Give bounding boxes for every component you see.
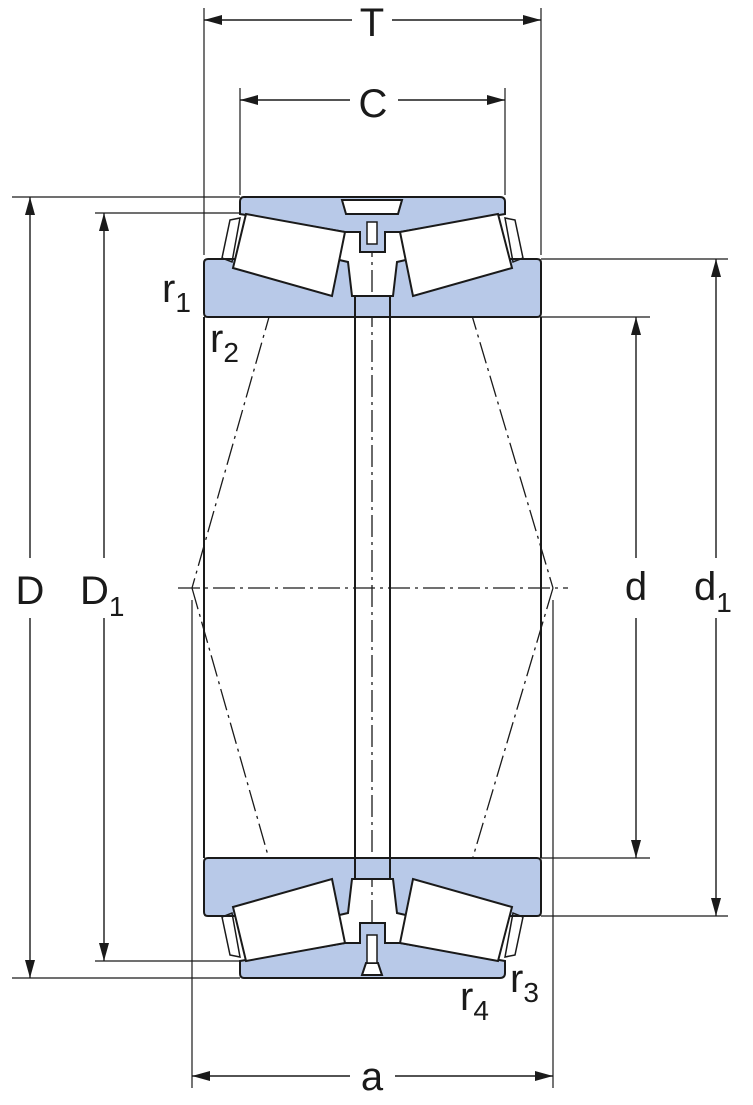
label-D1-main: D xyxy=(80,569,109,613)
spacer-ring-bottom xyxy=(354,857,391,880)
dimension-T xyxy=(204,15,541,25)
cage-bottom-right xyxy=(504,911,524,958)
dimension-D1 xyxy=(99,213,109,961)
label-r4-main: r xyxy=(460,975,473,1019)
label-a: a xyxy=(361,1055,384,1099)
label-r2-main: r xyxy=(210,317,223,361)
labels: T C D D1 d d1 a r1 r2 r3 r4 xyxy=(16,1,732,1099)
dimension-d xyxy=(631,317,641,858)
label-r3-main: r xyxy=(510,957,523,1001)
lube-groove-top xyxy=(340,199,404,215)
label-r1: r1 xyxy=(162,267,191,318)
cage-top-right xyxy=(504,217,524,264)
lube-hole-top xyxy=(366,221,378,245)
label-d1-sub: 1 xyxy=(716,587,732,618)
label-T: T xyxy=(360,1,384,45)
top-section xyxy=(203,196,542,318)
dimension-a xyxy=(192,1071,553,1081)
pressure-line-top-right xyxy=(439,207,554,589)
label-r3-sub: 3 xyxy=(523,977,539,1008)
dimension-d1 xyxy=(711,259,721,916)
pressure-line-top-left xyxy=(191,207,301,589)
lube-groove-bottom xyxy=(360,962,384,976)
label-r1-main: r xyxy=(162,267,175,311)
cage-top-left xyxy=(221,217,241,264)
extension-lines xyxy=(12,8,728,1088)
dimension-D xyxy=(25,197,35,978)
bottom-section xyxy=(203,857,542,979)
label-d1-main: d xyxy=(694,565,716,609)
label-r2-sub: 2 xyxy=(223,337,239,368)
spacer-ring-top xyxy=(354,295,391,318)
label-r3: r3 xyxy=(510,957,539,1008)
roller-top-left xyxy=(231,212,347,298)
dimension-C xyxy=(240,95,505,105)
label-r1-sub: 1 xyxy=(175,287,191,318)
roller-bottom-right xyxy=(398,877,514,963)
label-D1: D1 xyxy=(80,569,124,622)
label-r4: r4 xyxy=(460,975,489,1026)
label-d: d xyxy=(625,565,647,609)
label-C: C xyxy=(359,82,388,126)
roller-bottom-left xyxy=(231,877,347,963)
label-D: D xyxy=(16,569,45,613)
label-d1: d1 xyxy=(694,565,732,618)
cage-bottom-left xyxy=(221,911,241,958)
label-r2: r2 xyxy=(210,317,239,368)
label-D1-sub: 1 xyxy=(109,591,125,622)
roller-top-right xyxy=(398,212,514,298)
lube-hole-bottom xyxy=(366,934,378,964)
label-r4-sub: 4 xyxy=(473,995,489,1026)
